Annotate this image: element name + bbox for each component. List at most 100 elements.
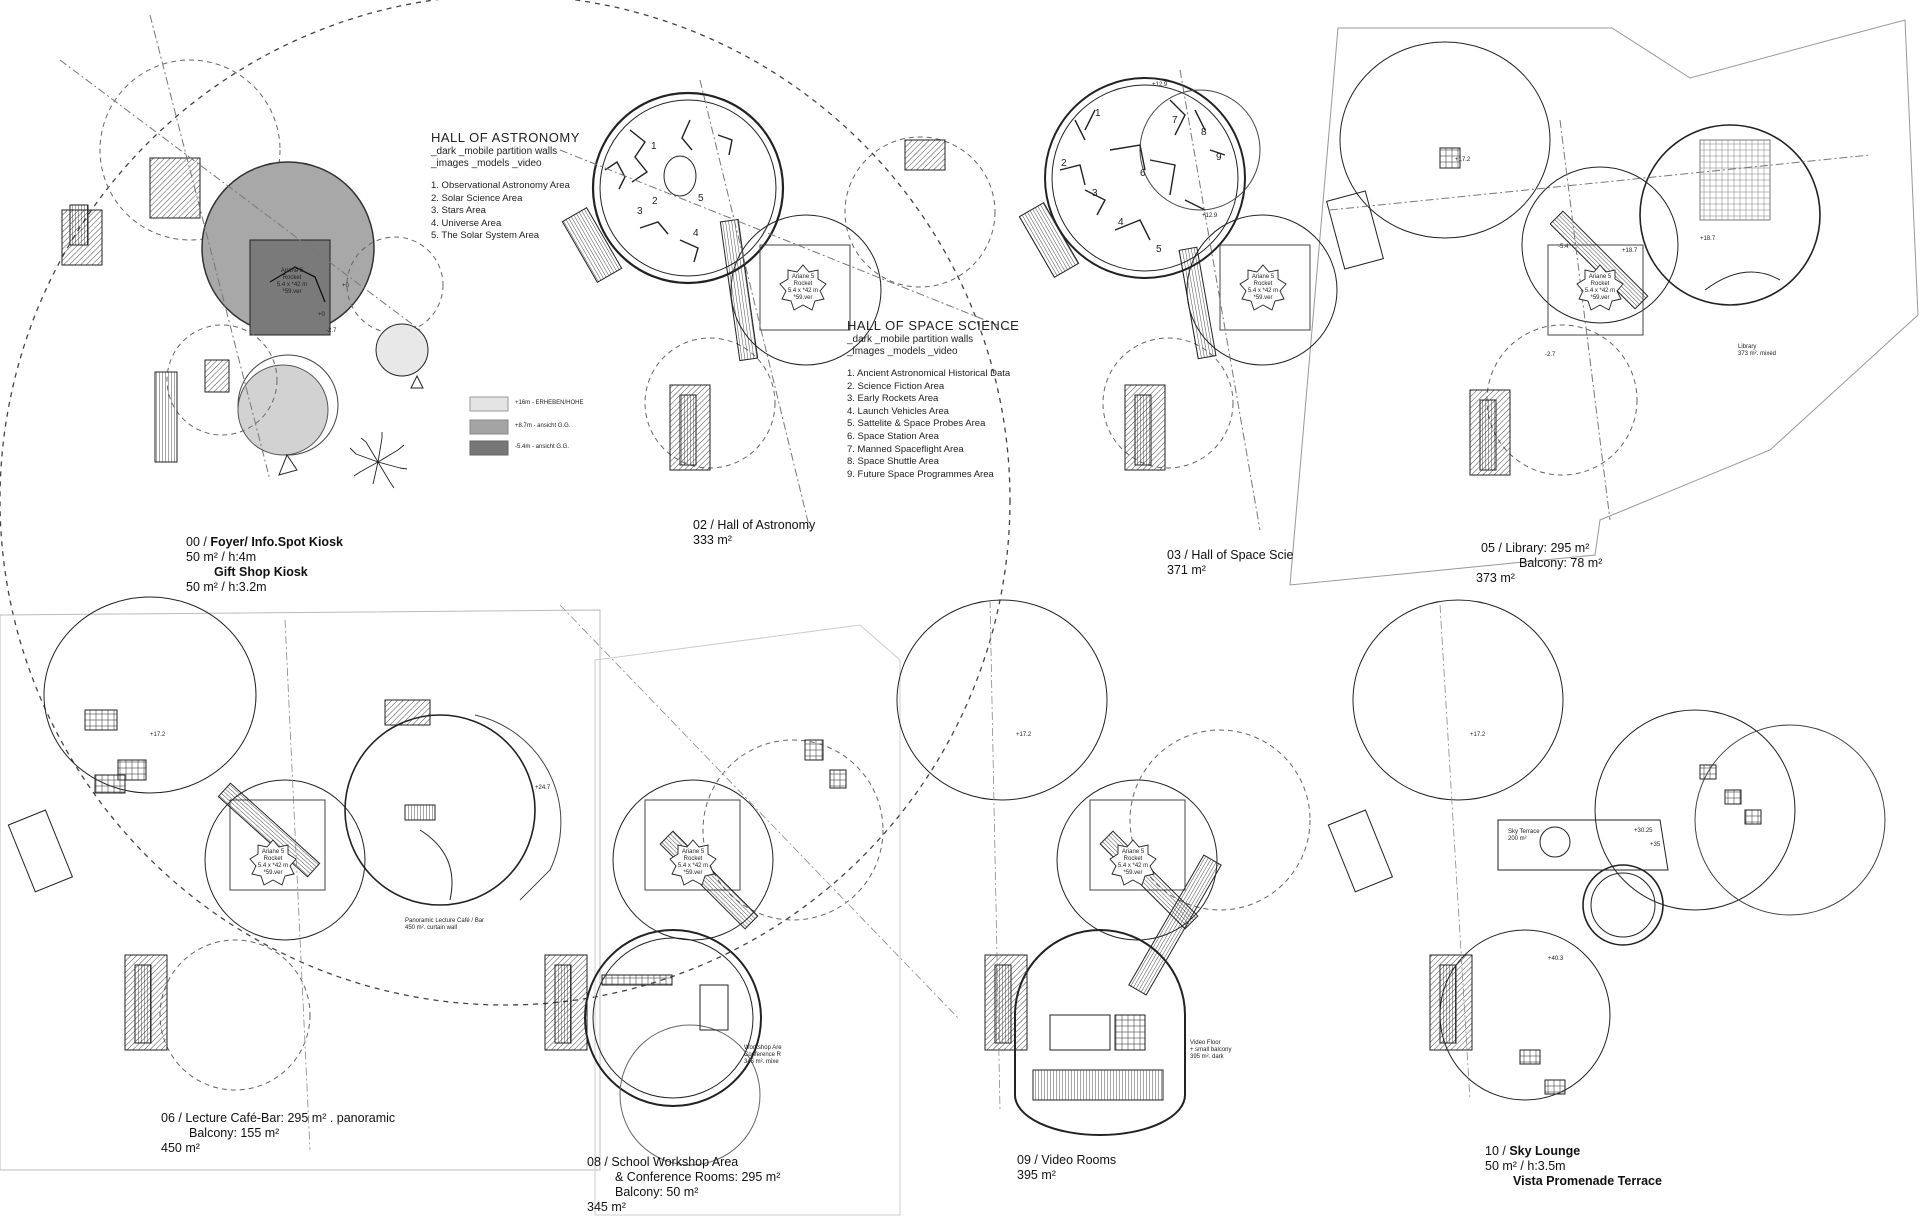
rocket-line: *59.ver (1253, 295, 1273, 301)
rocket-line: 5.4 x *42 m (787, 288, 819, 294)
rocket-line: *59.ver (282, 289, 302, 295)
caption-line: 333 m² (693, 533, 732, 547)
caption-line: 10 / Sky Lounge (1485, 1144, 1662, 1159)
area-number: 6 (1140, 168, 1146, 179)
caption-line: 08 / School Workshop Area (587, 1155, 739, 1169)
rocket-line: *59.ver (263, 870, 283, 876)
elevation-marker: -2.7 (1545, 352, 1556, 358)
rocket-caption: Ariane 5 Rocket 5.4 x *42 m *59.ver (1233, 274, 1293, 302)
room-note: Library 373 m². mixed (1738, 344, 1776, 358)
legend-subtitle: _dark _mobile partition walls (431, 146, 558, 157)
elevation-marker: +12.9 (1152, 82, 1168, 88)
plan-06-lecture-cafe (7, 596, 562, 1091)
rocket-line: 5.4 x *42 m (257, 863, 289, 869)
legend-item: 3. Early Rockets Area (847, 393, 939, 405)
rocket-05 (1576, 264, 1624, 311)
rocket-line: 5.4 x *42 m (1584, 288, 1616, 294)
panel-outline-05 (1289, 19, 1919, 586)
note-line: 395 m². dark (1190, 1054, 1224, 1060)
legend-subtitle-2: _images _models _video (847, 346, 958, 357)
elevation-marker: +17.2 (1470, 732, 1486, 738)
rocket-09 (1109, 839, 1157, 886)
elevation-swatches (469, 396, 509, 456)
rocket-line: Ariane 5 (280, 268, 304, 274)
legend-item: 1. Ancient Astronomical Historical Data (847, 368, 1011, 379)
plan-caption-05: 05 / Library: 295 m² Balcony: 78 m² 373 … (1476, 541, 1602, 586)
elevation-marker: +40.3 (1548, 956, 1564, 962)
plan-caption-02: 02 / Hall of Astronomy 333 m² (693, 518, 815, 548)
rocket-line: 5.4 x *42 m (276, 282, 308, 288)
rocket-line: Ariane 5 (1121, 849, 1145, 855)
rocket-caption: Ariane 5 Rocket 5.4 x *42 m *59.ver (1570, 274, 1630, 302)
room-note: Workshop Are Conference R 345 m². mixe (744, 1045, 782, 1066)
legend-item: 2. Solar Science Area (431, 192, 523, 204)
legend-title: HALL OF SPACE SCIENCE (847, 318, 1020, 333)
rocket-line: Rocket (1123, 856, 1143, 862)
rocket-line: Rocket (793, 281, 813, 287)
rocket-line: *59.ver (1123, 870, 1143, 876)
plan-caption-10: 10 / Sky Lounge 50 m² / h:3.5m Vista Pro… (1485, 1144, 1662, 1189)
legend-item: 3. Stars Area (431, 205, 486, 217)
plan-caption-09: 09 / Video Rooms 395 m² (1017, 1153, 1116, 1183)
panel-outline-06 (0, 609, 601, 1171)
rocket-caption: Ariane 5 Rocket 5.4 x *42 m *59.ver (262, 268, 322, 296)
note-line: 200 m² (1508, 836, 1527, 842)
area-number: 2 (652, 196, 658, 207)
rocket-line: *59.ver (1590, 295, 1610, 301)
legend-item: 5. The Solar System Area (431, 230, 540, 242)
legend-hall-of-astronomy: HALL OF ASTRONOMY _dark _mobile partitio… (431, 130, 580, 243)
caption-line: 373 m² (1476, 571, 1515, 585)
rocket-line: Ariane 5 (1588, 274, 1612, 280)
caption-line: 06 / Lecture Café-Bar: 295 m² . panorami… (161, 1111, 396, 1125)
rocket-line: Rocket (282, 275, 302, 281)
elevation-marker: +17.2 (1016, 732, 1032, 738)
elevation-marker: -2.7 (326, 328, 337, 334)
caption-line: 03 / Hall of Space Scie (1167, 548, 1294, 562)
note-line: 450 m². curtain wall (405, 925, 458, 931)
caption-line: Balcony: 155 m² (189, 1126, 280, 1140)
panel-outline-08 (594, 624, 901, 1216)
note-line: Sky Terrace (1508, 829, 1540, 835)
elevation-marker: +18.7 (1622, 248, 1638, 254)
legend-item: 1. Observational Astronomy Area (431, 180, 570, 191)
area-number: 4 (1118, 217, 1124, 228)
rocket-line: 5.4 x *42 m (677, 863, 709, 869)
plan-10-sky-lounge (1327, 599, 1886, 1101)
plan-08-school-workshop (544, 739, 884, 1166)
caption-prefix: 10 / (1485, 1144, 1510, 1158)
caption-line: 345 m² (587, 1200, 626, 1214)
room-note: Sky Terrace 200 m² (1508, 829, 1540, 843)
caption-line: 450 m² (161, 1141, 200, 1155)
caption-line: & Conference Rooms: 295 m² (615, 1170, 781, 1184)
plan-caption-00: 00 / Foyer/ Info.Spot Kiosk 50 m² / h:4m… (186, 535, 343, 595)
legend-subtitle-2: _images _models _video (431, 158, 542, 169)
plan-caption-06: 06 / Lecture Café-Bar: 295 m² . panorami… (161, 1111, 395, 1156)
caption-line: 50 m² / h:3.2m (186, 580, 267, 594)
area-number: 2 (1061, 158, 1067, 169)
caption-line: 371 m² (1167, 563, 1206, 577)
rocket-line: Rocket (1253, 281, 1273, 287)
swatch-label: +8.7m - ansicht G.G. (515, 423, 571, 429)
rocket-line: *59.ver (683, 870, 703, 876)
note-line: Workshop Are (744, 1045, 782, 1051)
rocket-caption: Ariane 5 Rocket 5.4 x *42 m *59.ver (1103, 849, 1163, 877)
rocket-line: Ariane 5 (261, 849, 285, 855)
plan-05-library (1326, 41, 1871, 521)
rocket-caption: Ariane 5 Rocket 5.4 x *42 m *59.ver (663, 849, 723, 877)
area-number: 1 (651, 141, 657, 152)
site-boundary-dashed-circle (0, 0, 1011, 1006)
elevation-marker: +30.25 (1634, 828, 1653, 834)
note-line: Panoramic Lecture Café / Bar (405, 918, 485, 924)
area-number: 1 (1095, 108, 1101, 119)
room-note: Video Floor + small balcony 395 m². dark (1190, 1040, 1232, 1061)
caption-line: 00 / Foyer/ Info.Spot Kiosk (186, 535, 343, 550)
note-line: + small balcony (1190, 1047, 1232, 1053)
rocket-caption: Ariane 5 Rocket 5.4 x *42 m *59.ver (773, 274, 833, 302)
area-number: 7 (1172, 115, 1178, 126)
tree-symbol (349, 432, 408, 490)
legend-item: 9. Future Space Programmes Area (847, 468, 994, 480)
area-number: 8 (1201, 127, 1207, 138)
plan-02-hall-of-astronomy (559, 79, 1011, 531)
legend-item: 6. Space Station Area (847, 430, 939, 442)
